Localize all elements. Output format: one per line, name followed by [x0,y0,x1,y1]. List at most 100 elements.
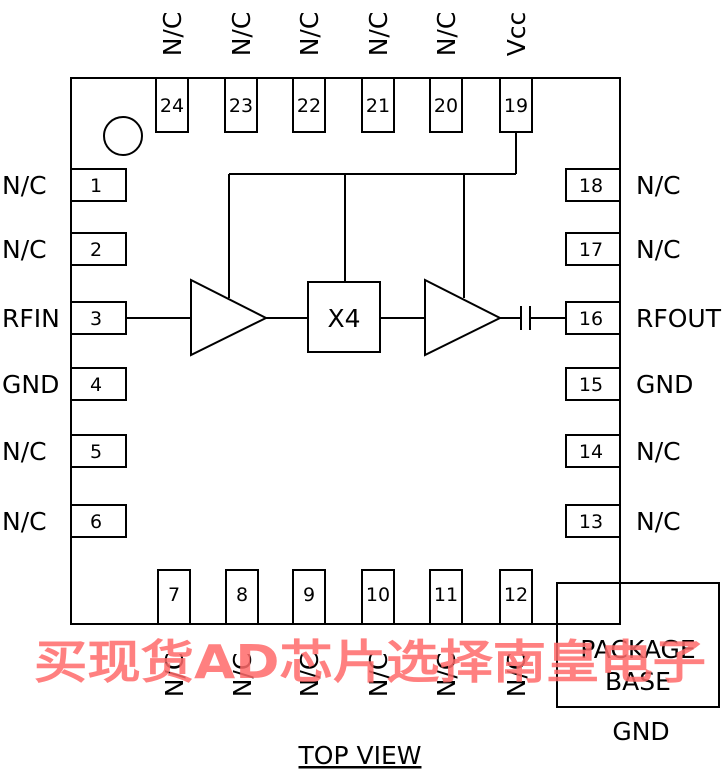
pin-label: N/C [2,171,47,200]
package-base-label-line1: PACKAGE [580,635,695,664]
pin-number: 5 [90,441,102,463]
pin-label: N/C [158,12,187,57]
pin-label: RFIN [2,304,60,333]
pin-number: 7 [168,584,180,606]
pin-number: 12 [504,584,528,606]
pin-pad [361,569,395,625]
internal-circuit [126,132,566,357]
pin-pad [429,77,463,133]
pin-number: 15 [579,374,603,396]
multiplier-label: X4 [327,304,360,333]
pin-number: 19 [504,95,528,117]
pin-number: 3 [90,308,102,330]
pin-number: 17 [579,239,603,261]
pin-17: 17 N/C [565,232,681,266]
pin-label: Vcc [502,12,531,57]
pin-24: 24N/C [155,12,189,133]
pin-label: N/C [636,235,681,264]
pin-number: 23 [229,95,253,117]
pin-pad [429,569,463,625]
watermark-text: 买现货AD芯片选择南皇电子 [34,635,706,689]
pin-label: GND [636,370,693,399]
pin-13: 13 N/C [565,504,681,538]
pin-label: N/C [636,437,681,466]
pin-10: 10N/C [361,569,395,698]
pin-label: N/C [636,171,681,200]
pin-pad [361,77,395,133]
pin-pad [70,504,127,538]
pin-label: GND [2,370,59,399]
pin-pad [155,77,189,133]
pin-pad [157,569,191,625]
pin-20: 20 N/C [429,12,463,133]
pin-number: 18 [579,175,603,197]
pin-number: 22 [297,95,321,117]
pin-9: 9N/C [292,569,326,698]
pin-11: 11N/C [429,569,463,698]
pin-label: N/C [227,12,256,57]
pin-label: N/C [364,653,393,698]
pin-4: 4 GND [2,367,127,401]
pin-number: 13 [579,511,603,533]
pin1-indicator-icon [103,116,143,156]
pin-pad [565,232,621,266]
pin-12: 12N/C [499,569,533,697]
pin-2: 2 N/C [2,232,127,266]
pin-14: 14 N/C [565,434,681,468]
pin-pad [70,367,127,401]
pin-label: N/C [432,12,461,57]
pin-pad [499,569,533,625]
pin-number: 20 [434,95,458,117]
pin-23: 23 N/C [224,12,258,133]
pin-label: N/C [295,12,324,57]
pin-pad [292,569,326,625]
pin-number: 4 [90,374,102,396]
pin-label: N/C [636,507,681,536]
pin-number: 8 [236,584,248,606]
pin-number: 9 [303,584,315,606]
package-body [70,77,621,625]
pin-15: 15 GND [565,367,693,401]
pin-label: N/C [2,235,47,264]
view-label: TOP VIEW [298,741,422,770]
pin-number: 14 [579,441,603,463]
pin-label: N/C [364,12,393,57]
pin-pad [70,434,127,468]
pin-21: 21N/C [361,12,395,133]
pin-18: 18 N/C [565,168,681,202]
pin-5: 5 N/C [2,434,127,468]
pin-8: 8N/C [225,569,259,698]
pin-number: 16 [579,308,603,330]
pin-label: N/C [228,653,257,698]
pin-number: 11 [434,584,458,606]
pin-pad [224,77,258,133]
pin-pad [292,77,326,133]
pin-label: N/C [432,653,461,698]
output-amplifier-icon [424,278,503,357]
pin-pad [565,434,621,468]
pin-pad [225,569,259,625]
pin-22: 22 N/C [292,12,326,133]
pin-pad [70,168,127,202]
pin-pad [70,232,127,266]
pin-7: 7N/C [157,569,191,698]
pin-number: 2 [90,239,102,261]
pin-label: N/C [2,507,47,536]
package-base-label-line2: BASE [605,667,671,696]
pin-number: 10 [366,584,390,606]
pin-3: 3 RFIN [2,301,127,335]
pin-label: N/C [295,653,324,698]
pin-number: 6 [90,511,102,533]
pin-pad [565,168,621,202]
pin-label: N/C [2,437,47,466]
pin-6: 6 N/C [2,504,127,538]
pin-label: RFOUT [636,304,722,333]
pin-label: N/C [160,653,189,698]
input-amplifier-icon [190,278,269,357]
pin-19: 19 Vcc [499,12,533,133]
